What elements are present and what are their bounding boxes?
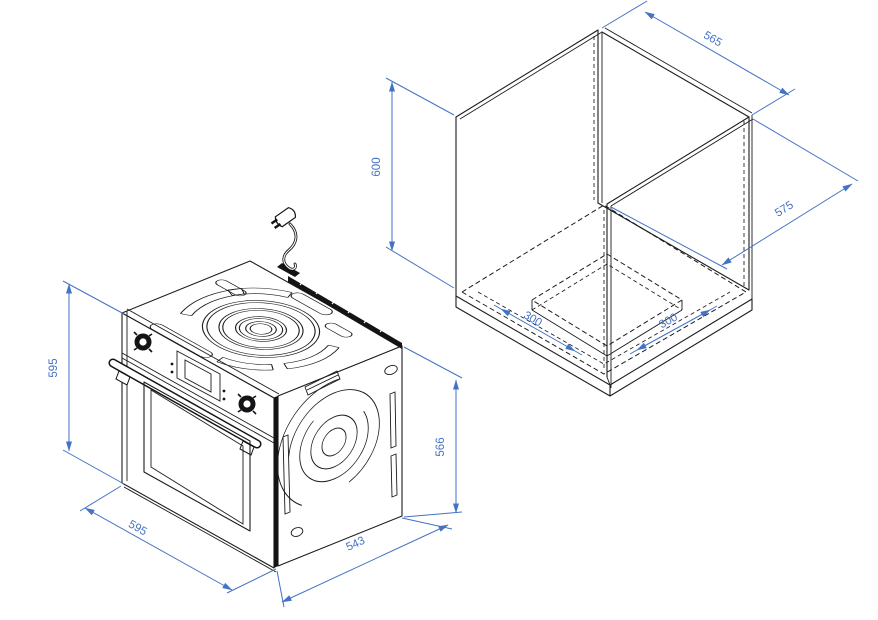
door-window: [143, 381, 251, 532]
cabinet-back-wall: [597, 31, 750, 291]
cabinet-bottom-rim: [455, 295, 753, 397]
floor-cutout: [531, 253, 683, 357]
side-slot-front: [282, 434, 291, 515]
dim-label-cabinet-height: 600: [371, 157, 383, 176]
dim-oven-body-height: 566: [403, 346, 463, 518]
display-bezel: [176, 350, 221, 402]
power-plug-icon: [270, 206, 296, 230]
oven-knob-right: [237, 393, 257, 415]
dim-cabinet-width: 565: [601, 0, 796, 116]
dim-label-oven-height: 595: [48, 358, 60, 377]
side-vent: [304, 370, 341, 396]
side-slot-rear-lower: [390, 453, 398, 498]
oven-top-embossing: [149, 279, 353, 371]
dim-label-cabinet-depth: 575: [773, 199, 796, 219]
side-oval-rear: [384, 364, 398, 376]
cabinet-isometric: [455, 27, 754, 397]
door-handle: [108, 358, 262, 456]
oven-terminal-box: [277, 263, 300, 277]
dim-label-oven-body-height: 566: [435, 437, 447, 456]
control-strip-seam: [121, 352, 275, 444]
door-side-gap: [274, 396, 278, 568]
dim-oven-height: 595: [48, 280, 125, 485]
cabinet-right-wall: [606, 116, 750, 378]
display-screen: [184, 359, 212, 393]
oven-knob-left: [133, 331, 153, 353]
cabinet-left-wall: [455, 29, 599, 297]
dim-cabinet-depth: 575: [610, 118, 859, 270]
dim-cabinet-height: 600: [371, 77, 455, 289]
dimension-annotations: 595 595 543 566 600 565: [48, 0, 859, 608]
dim-label-oven-width: 595: [126, 518, 149, 538]
oven-side-embossing: [277, 376, 391, 508]
power-cable: [270, 206, 298, 271]
oven-isometric: [108, 206, 403, 573]
dim-cutout-left: 300: [493, 304, 583, 356]
side-slot-rear-upper: [389, 391, 397, 449]
